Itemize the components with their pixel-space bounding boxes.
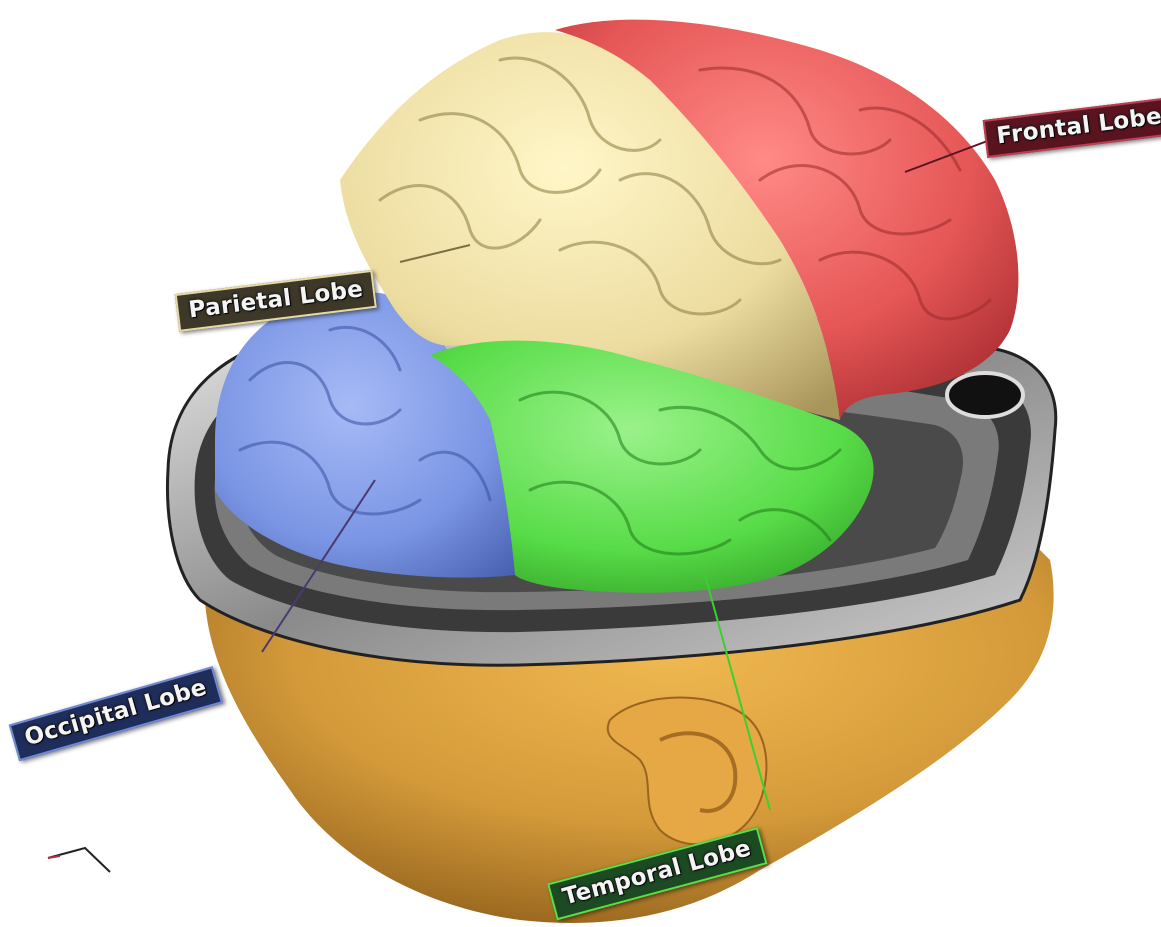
artifact-mark [48, 848, 110, 872]
